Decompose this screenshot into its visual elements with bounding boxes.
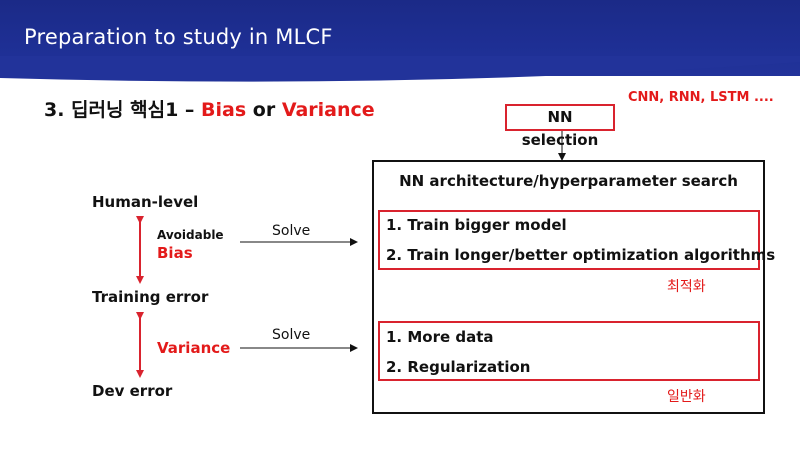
variance-label: Variance bbox=[157, 339, 231, 357]
optimization-box bbox=[378, 210, 760, 270]
heading-bias: Bias bbox=[201, 99, 247, 121]
solve-label-bias: Solve bbox=[272, 223, 311, 239]
header-curve bbox=[0, 56, 800, 82]
optimization-item-1: 1. Train bigger model bbox=[386, 216, 567, 234]
generalization-box bbox=[378, 321, 760, 381]
solve-label-variance: Solve bbox=[272, 327, 311, 343]
nn-examples: CNN, RNN, LSTM .... bbox=[628, 90, 774, 105]
slide-title: Preparation to study in MLCF bbox=[24, 25, 333, 49]
heading-prefix: 3. 딥러닝 핵심1 – bbox=[44, 99, 202, 121]
generalization-item-2: 2. Regularization bbox=[386, 358, 531, 376]
optimization-label: 최적화 bbox=[667, 279, 706, 295]
generalization-item-1: 1. More data bbox=[386, 328, 494, 346]
generalization-label: 일반화 bbox=[667, 389, 706, 405]
avoidable-label: Avoidable bbox=[157, 228, 224, 242]
search-box bbox=[372, 160, 765, 414]
search-box-title: NN architecture/hyperparameter search bbox=[399, 172, 738, 190]
training-error-label: Training error bbox=[92, 288, 209, 306]
section-heading: 3. 딥러닝 핵심1 – Bias or Variance bbox=[44, 95, 375, 122]
human-level-label: Human-level bbox=[92, 193, 199, 211]
bias-label: Bias bbox=[157, 244, 193, 262]
nn-selection-box: NN selection bbox=[505, 104, 615, 149]
heading-or: or bbox=[246, 99, 282, 121]
heading-variance: Variance bbox=[281, 99, 375, 121]
dev-error-label: Dev error bbox=[92, 382, 173, 400]
optimization-item-2: 2. Train longer/better optimization algo… bbox=[386, 246, 776, 264]
